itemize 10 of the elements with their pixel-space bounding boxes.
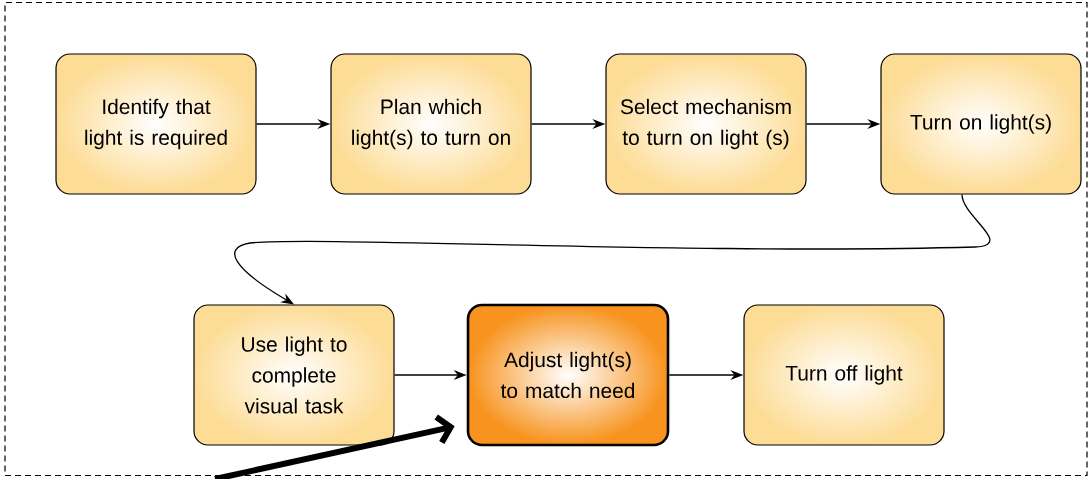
arrow: [214, 414, 455, 479]
process-box: Turn on light(s): [880, 53, 1082, 195]
process-box: Adjust light(s) to match need: [466, 303, 670, 447]
process-box: Use light to complete visual task: [193, 304, 395, 446]
process-box: Plan which light(s) to turn on: [330, 53, 532, 195]
process-box: Select mechanism to turn on light (s): [605, 53, 807, 195]
process-box: Turn off light: [743, 304, 945, 446]
process-box: Identify that light is required: [55, 53, 257, 195]
arrow: [234, 193, 991, 305]
dashed-frame: [4, 1, 1088, 477]
